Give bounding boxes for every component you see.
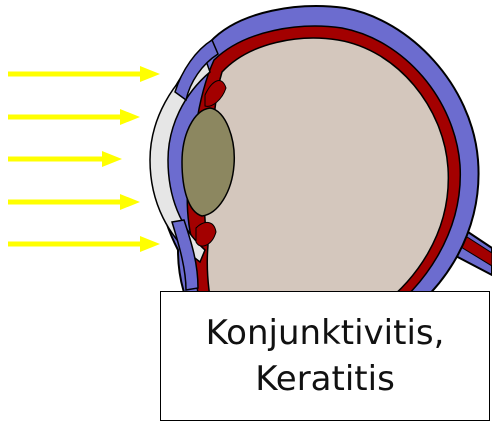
light-ray-arrow (8, 66, 160, 82)
light-ray-arrow (8, 236, 160, 252)
light-ray-arrow (8, 151, 122, 167)
caption-line-1: Konjunktivitis, (206, 310, 445, 356)
light-ray-arrow (8, 109, 140, 125)
light-ray-arrow (8, 194, 140, 210)
caption-line-2: Keratitis (255, 356, 395, 402)
light-rays (8, 66, 160, 252)
caption-box: Konjunktivitis, Keratitis (160, 291, 490, 421)
